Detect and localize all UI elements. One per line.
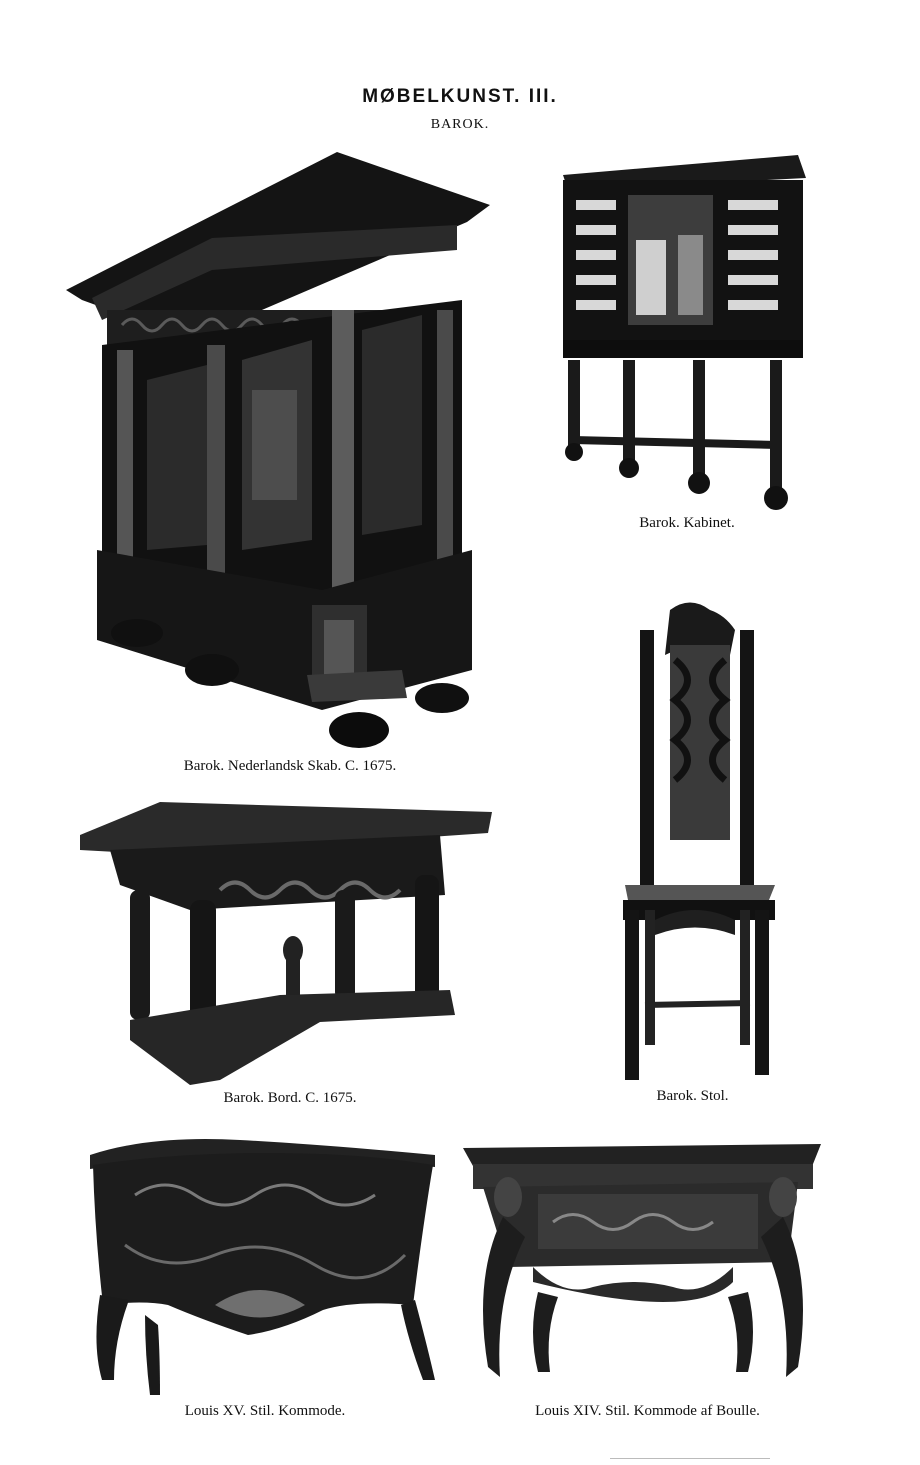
caption-kommode-xiv: Louis XIV. Stil. Kommode af Boulle. (535, 1403, 760, 1419)
scan-line-mark (610, 1458, 770, 1459)
louis-xv-commode-illustration (85, 1135, 440, 1397)
caption-kommode-xv: Louis XV. Stil. Kommode. (184, 1403, 346, 1419)
louis-xiv-commode-illustration (463, 1142, 823, 1387)
plate-title: MØBELKUNST. III. (362, 86, 558, 107)
caption-bord: Barok. Bord. C. 1675. (223, 1090, 357, 1106)
caption-skab: Barok. Nederlandsk Skab. C. 1675. (183, 758, 397, 774)
plate-subtitle: BAROK. (430, 117, 490, 132)
baroque-wardrobe-illustration (62, 150, 492, 750)
caption-kabinet: Barok. Kabinet. (639, 515, 735, 531)
baroque-table-illustration (80, 800, 495, 1090)
baroque-cabinet-illustration (558, 150, 810, 510)
caption-stol: Barok. Stol. (656, 1088, 729, 1104)
baroque-chair-illustration (615, 600, 780, 1080)
